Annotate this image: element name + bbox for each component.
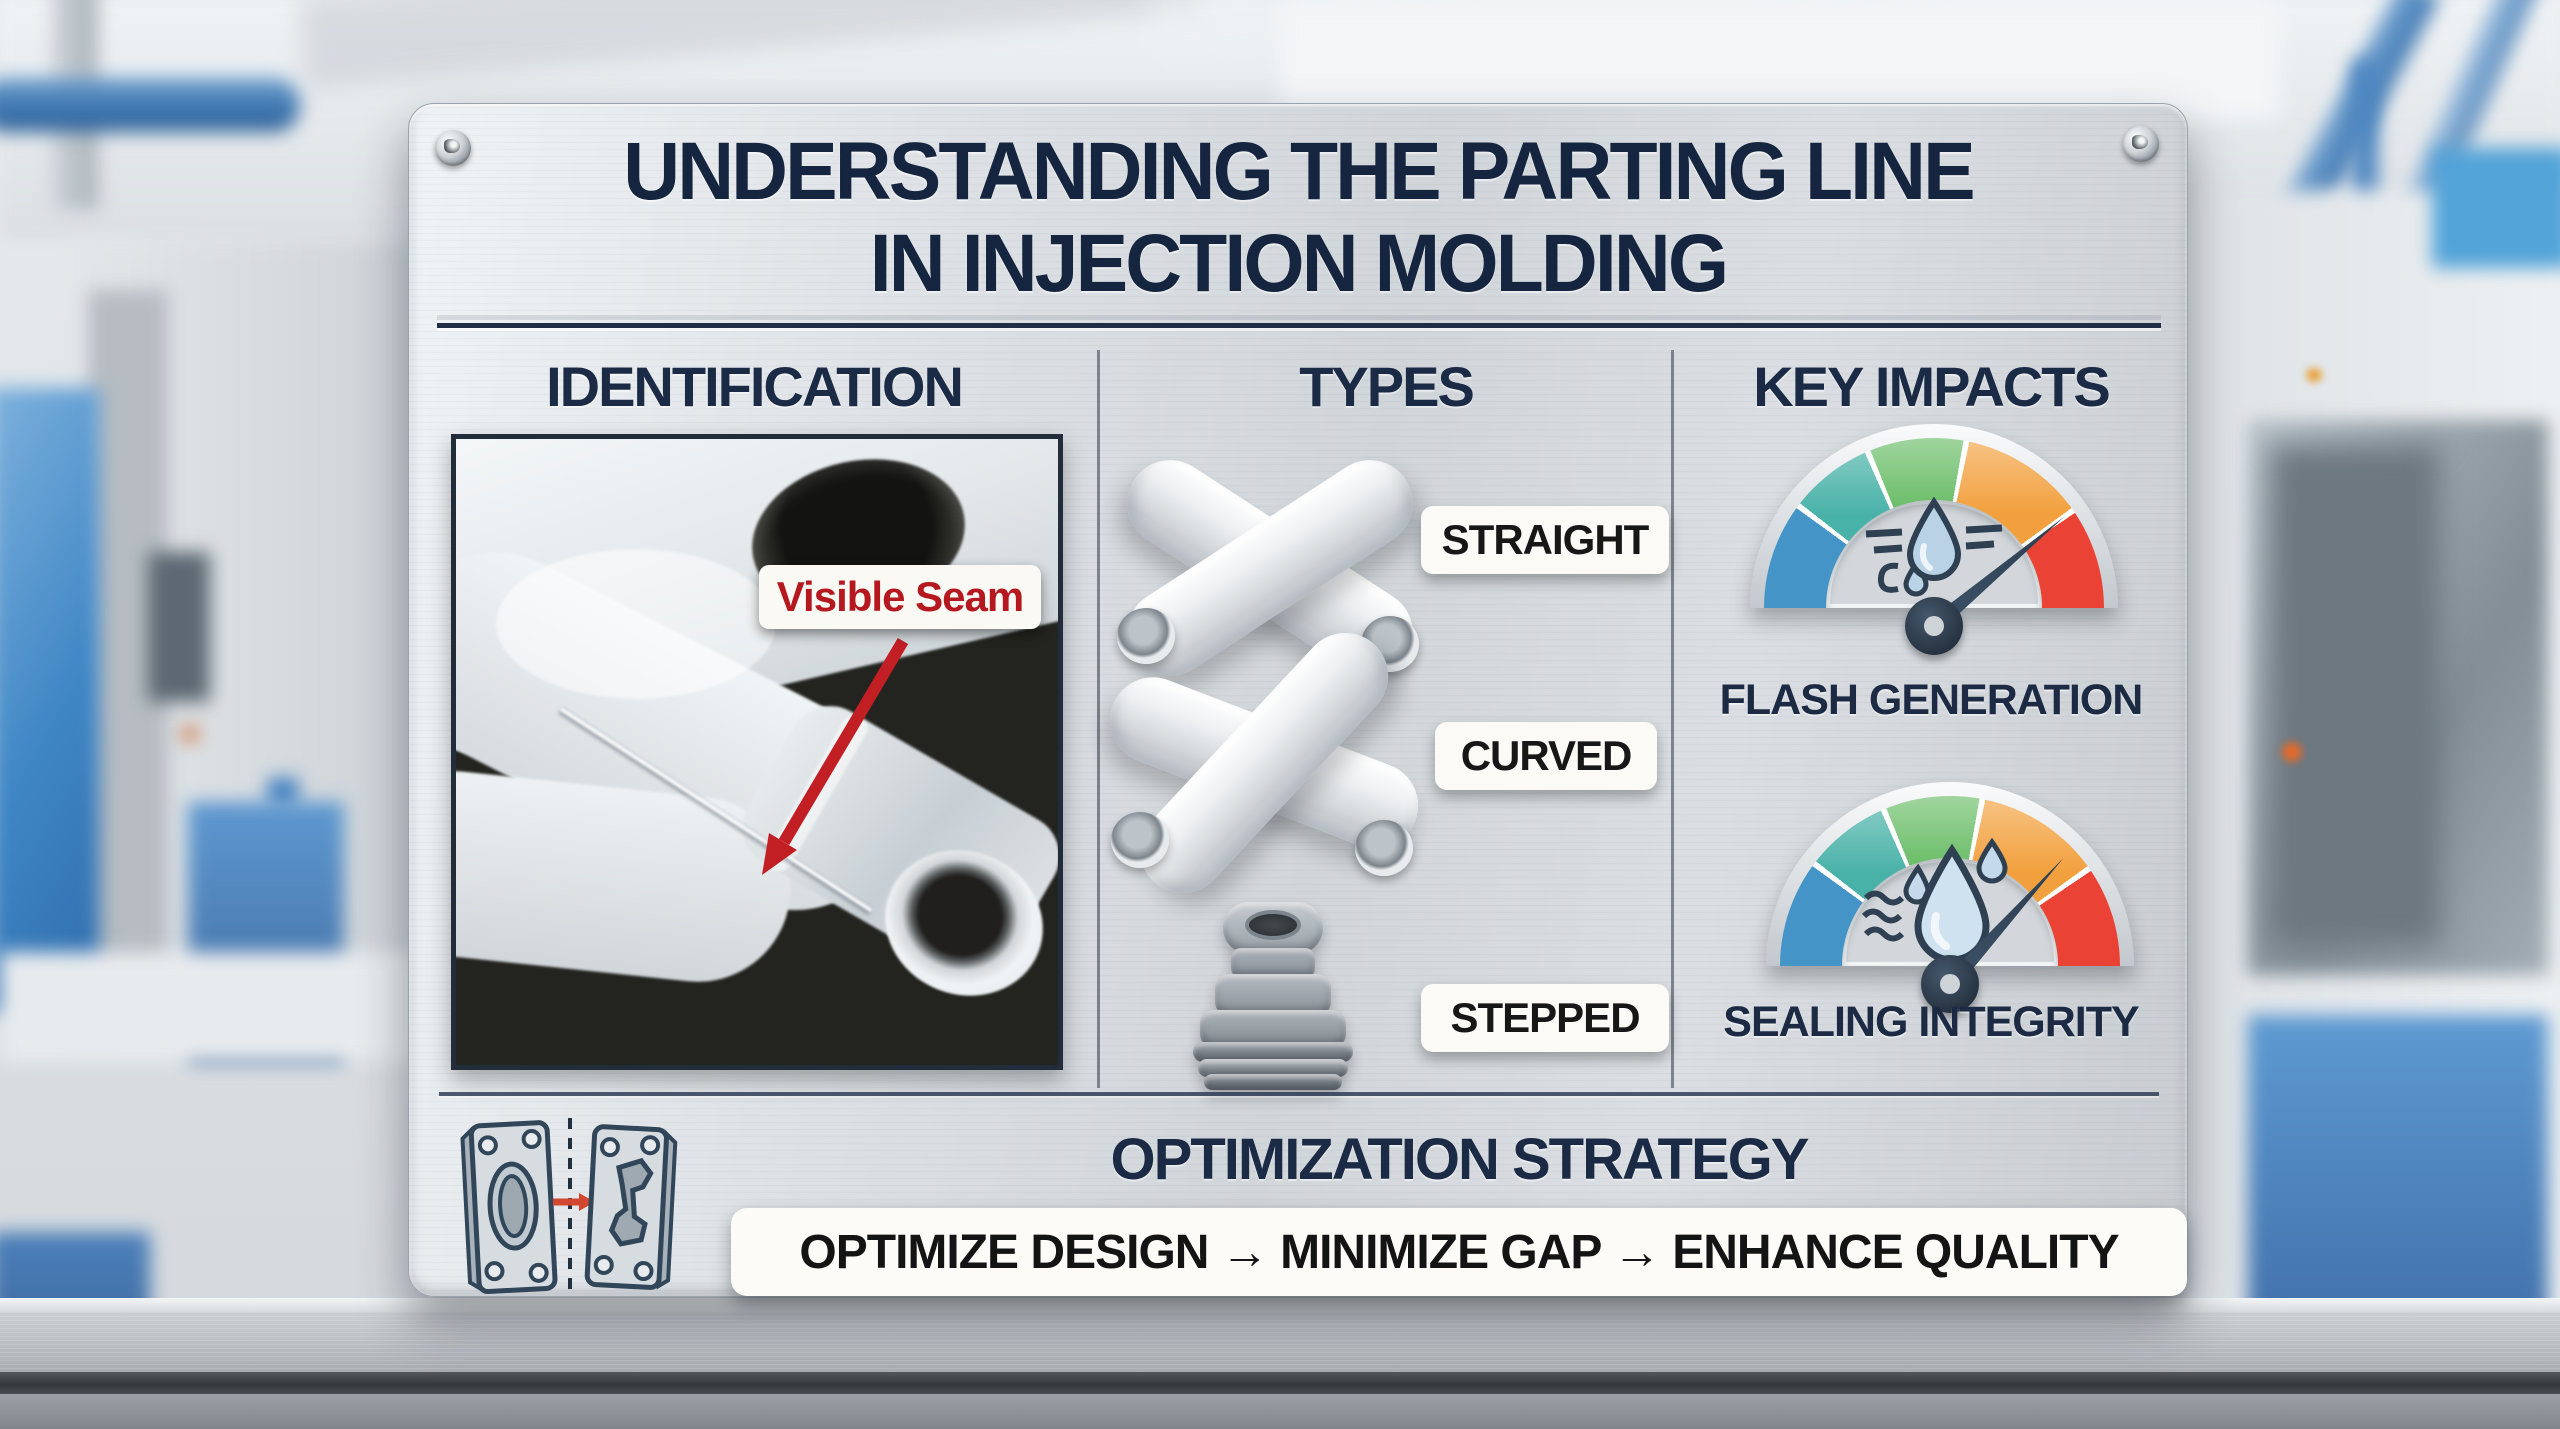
machine-right-blue-panel: [2432, 148, 2560, 268]
curved-fitting-image: [1097, 615, 1431, 911]
flash-droplet-icon: [1865, 496, 2003, 597]
fitting-opening: [1117, 608, 1175, 664]
plug-ring: [1193, 1042, 1353, 1062]
screw-icon: [2123, 126, 2159, 162]
gauge-hub: [1905, 597, 1963, 655]
bright-wall: [1280, 0, 2280, 120]
photo-highlight: [496, 549, 776, 699]
impact-label-flash: FLASH GENERATION: [1719, 676, 2144, 724]
types-header: TYPES: [1299, 355, 1475, 418]
key-impacts-header: KEY IMPACTS: [1753, 355, 2111, 418]
infographic-panel: UNDERSTANDING THE PARTING LINE IN INJECT…: [408, 103, 2188, 1298]
stepped-plug-image: [1187, 902, 1359, 1092]
table-front: [0, 1394, 2560, 1429]
mold-halves-icon: [460, 1118, 678, 1298]
parting-line-photo: Visible Seam: [451, 434, 1063, 1070]
sealing-integrity-gauge: [1766, 782, 2134, 1040]
indicator-light: [2282, 742, 2302, 762]
table-groove: [0, 1372, 2560, 1394]
machine-left-screen: [148, 552, 210, 702]
optimization-strategy-header: OPTIMIZATION STRATEGY: [1110, 1127, 1810, 1192]
identification-header: IDENTIFICATION: [546, 355, 964, 418]
type-label-curved: CURVED: [1435, 722, 1657, 790]
work-table: [0, 1298, 2560, 1429]
machine-left-bench: [0, 952, 420, 1062]
machine-right-opening: [2270, 445, 2440, 945]
gauge-hub: [1921, 955, 1979, 1013]
plug-ring: [1198, 1059, 1348, 1077]
machine-left-blue-guard: [0, 388, 100, 1013]
title-line-1: UNDERSTANDING THE PARTING LINE: [623, 126, 1975, 217]
title-line-2: IN INJECTION MOLDING: [869, 218, 1729, 309]
blue-pipe: [0, 78, 300, 132]
visible-seam-label: Visible Seam: [759, 565, 1041, 629]
section-divider: [439, 1092, 2159, 1096]
indicator-light: [2306, 368, 2322, 382]
title-divider: [437, 323, 2161, 328]
fitting-opening: [1111, 812, 1169, 868]
flash-generation-gauge: [1750, 424, 2118, 682]
column-divider: [1097, 350, 1100, 1088]
type-label-stepped: STEPPED: [1421, 984, 1669, 1052]
fitting-opening: [1355, 820, 1413, 876]
strategy-banner: OPTIMIZE DESIGN → MINIMIZE GAP → ENHANCE…: [731, 1208, 2187, 1296]
column-divider: [1671, 350, 1674, 1088]
page-title: UNDERSTANDING THE PARTING LINE IN INJECT…: [409, 126, 2187, 310]
table-edge-highlight: [0, 1298, 2560, 1312]
impact-label-sealing: SEALING INTEGRITY: [1723, 998, 2139, 1046]
indicator-light: [182, 726, 198, 742]
machine-left-button: [268, 778, 298, 806]
plug-bore: [1245, 910, 1301, 940]
plug-step: [1215, 974, 1331, 1016]
table-surface: [0, 1312, 2560, 1372]
type-label-straight: STRAIGHT: [1421, 506, 1669, 574]
plug-ring: [1204, 1074, 1342, 1090]
plug-step: [1231, 948, 1315, 978]
screw-icon: [435, 130, 471, 166]
plug-step: [1200, 1010, 1346, 1048]
